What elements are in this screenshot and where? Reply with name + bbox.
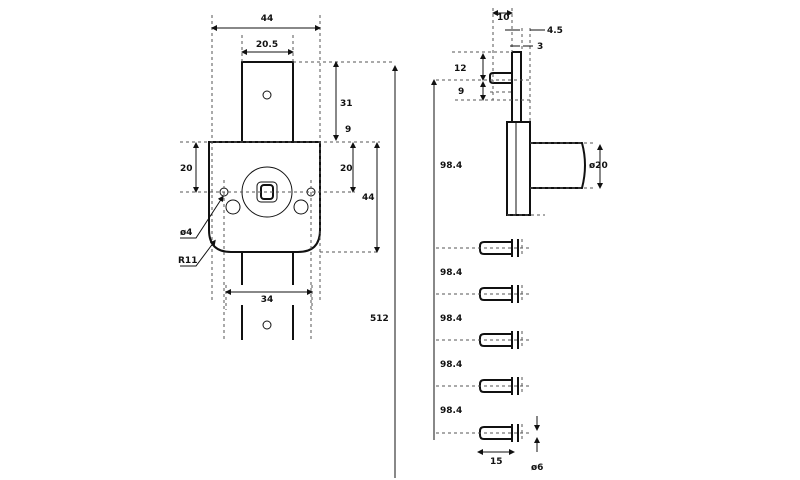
spacing-label: 98.4 [440, 314, 462, 324]
dim-left-offset: 20 [180, 164, 193, 174]
dim-plate-thickness: 3 [537, 42, 543, 52]
dim-pin-diameter: ø6 [531, 463, 543, 473]
pin-hole-left [225, 199, 241, 215]
dim-pin-projection: 15 [490, 457, 503, 467]
dim-tab-width: 20.5 [256, 40, 278, 50]
dim-hole-diameter: ø4 [180, 228, 192, 238]
dim-offset: 4.5 [547, 26, 563, 36]
pin-centerline [436, 239, 532, 257]
bottom-hole [262, 320, 272, 330]
dim-gap: 9 [345, 125, 351, 135]
side-view: 10 4.5 3 12 9 ø20 98.4 98.4 98.4 98.4 98… [431, 8, 608, 473]
spacing-label: 98.4 [440, 161, 462, 171]
top-tab [241, 61, 294, 143]
tab-hole [262, 90, 272, 100]
knob [530, 142, 586, 189]
top-pin [489, 72, 512, 84]
dim-width-total: 44 [261, 14, 274, 24]
spacing-label: 98.4 [440, 360, 462, 370]
dim-corner-radius: R11 [178, 256, 197, 266]
spacing-label: 98.4 [440, 268, 462, 278]
dim-pin-top: 12 [454, 64, 467, 74]
spacing-label: 98.4 [440, 406, 462, 416]
plate [511, 51, 522, 122]
lock-body [208, 141, 321, 253]
pin-centerline [436, 285, 532, 303]
dim-body-height: 44 [362, 193, 375, 203]
lower-bar [241, 252, 294, 285]
dim-knob-diameter: ø20 [589, 161, 608, 171]
dim-right-offset: 20 [340, 164, 353, 174]
front-view: 44 20.5 31 9 20 20 44 ø4 R11 34 512 [178, 14, 398, 478]
dim-bottom-width: 34 [261, 295, 274, 305]
dim-total-height: 512 [370, 314, 389, 324]
dim-pin-bottom: 9 [458, 87, 464, 97]
dim-pin-length: 10 [497, 13, 510, 23]
pin-centerline [436, 331, 532, 349]
dim-tab-height: 31 [340, 99, 353, 109]
bottom-bar [241, 305, 294, 340]
pins [436, 239, 532, 442]
pin-centerline [436, 377, 532, 395]
pin-hole-right [293, 199, 309, 215]
lock-case [506, 121, 531, 216]
pin-centerline [436, 424, 532, 442]
